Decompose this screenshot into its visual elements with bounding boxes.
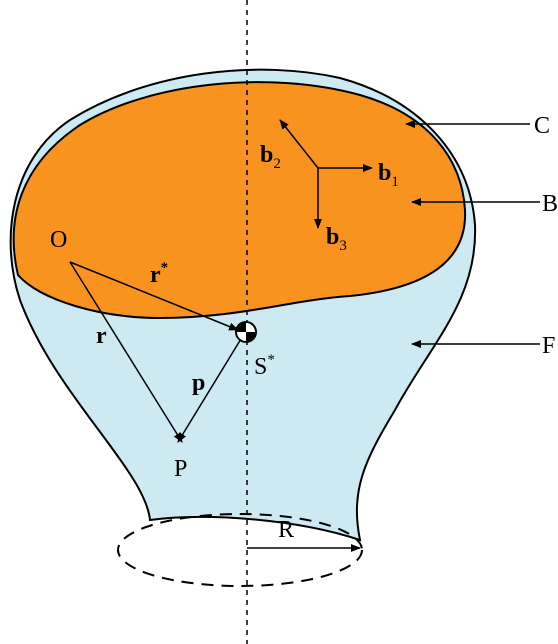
S-star-label: S* xyxy=(254,352,275,380)
opening-ellipse xyxy=(117,513,363,587)
r-vector xyxy=(69,261,183,443)
p-vector xyxy=(177,333,245,443)
r-label: r xyxy=(96,323,107,349)
label-F: F xyxy=(542,333,555,359)
origin-label: O xyxy=(50,227,67,253)
p-label: p xyxy=(192,370,205,396)
center-of-mass-marker xyxy=(235,321,257,343)
r-star-vector xyxy=(69,261,239,331)
body-region xyxy=(12,81,467,320)
b2-label: b2 xyxy=(260,142,281,172)
radius-label: R xyxy=(278,517,294,543)
b3-label: b3 xyxy=(326,224,347,254)
r-star-label: r* xyxy=(150,260,168,288)
point-P-label: P xyxy=(174,456,187,482)
label-B: B xyxy=(542,191,558,217)
b2-arrow xyxy=(279,119,319,169)
b1-label: b1 xyxy=(378,160,399,190)
label-C: C xyxy=(534,113,550,139)
